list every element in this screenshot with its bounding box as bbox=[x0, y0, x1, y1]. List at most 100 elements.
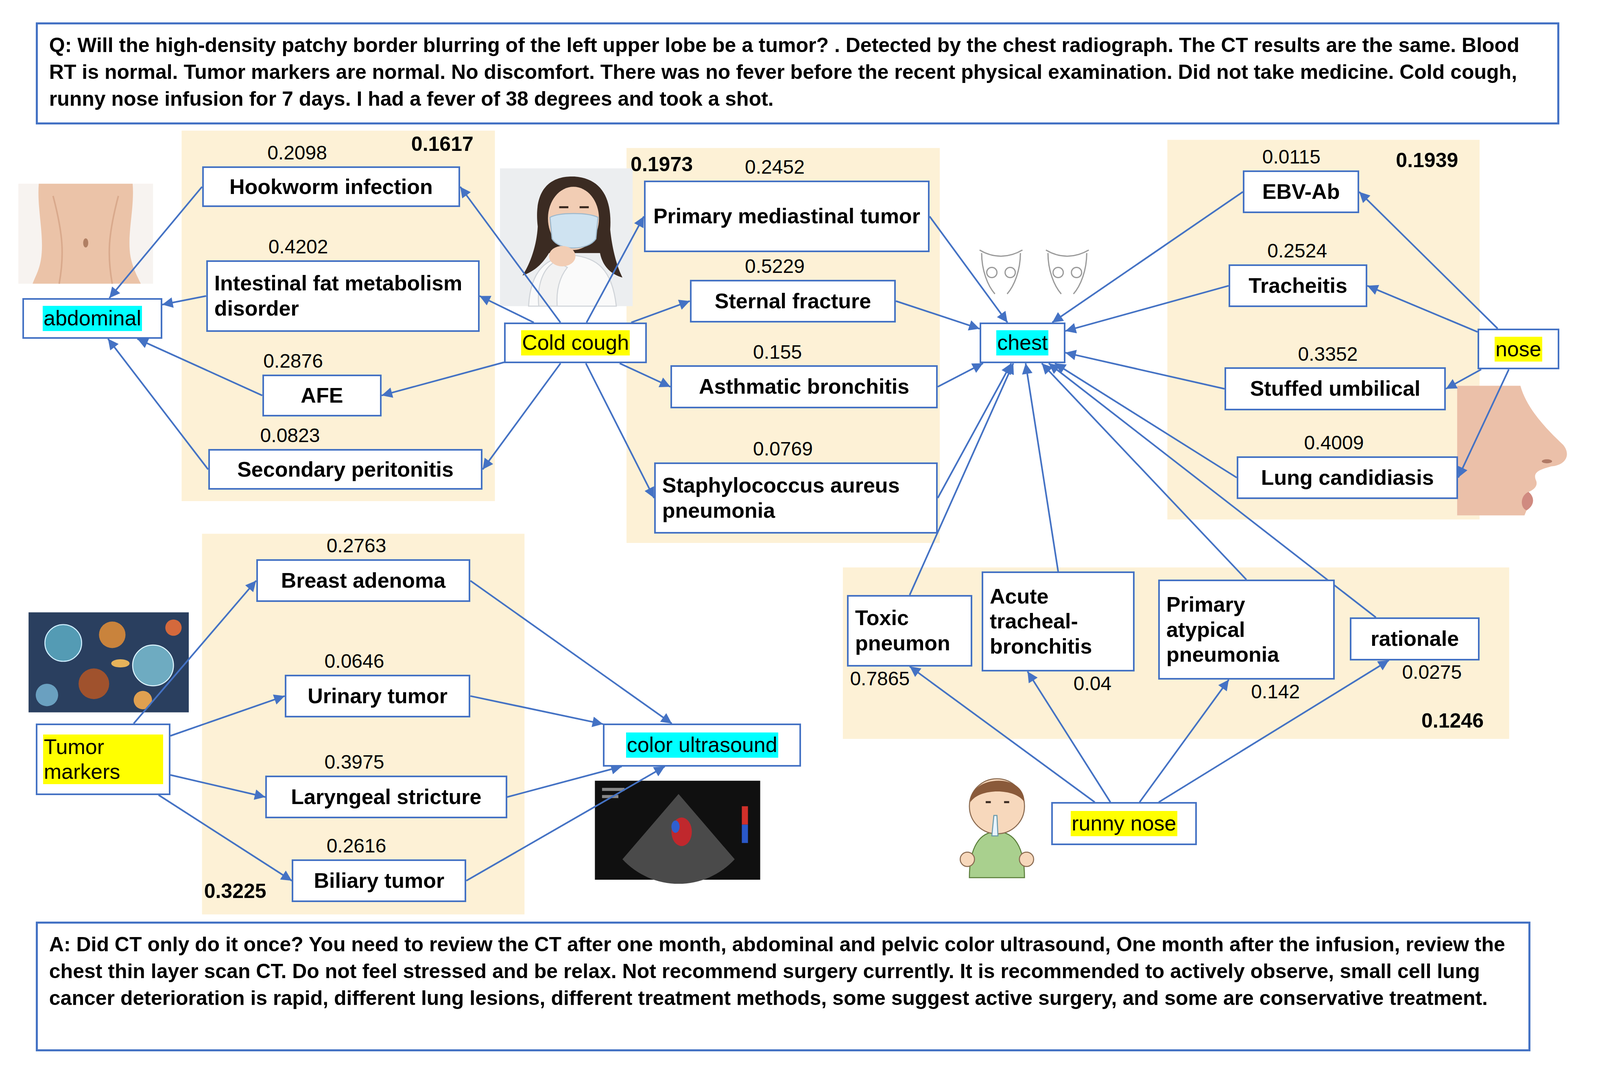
connector-arrow bbox=[1445, 369, 1482, 389]
disease-box: Asthmatic bronchitis0.155 bbox=[670, 365, 938, 409]
runny-nose-boy-picture bbox=[960, 779, 1034, 878]
group-score: 0.1246 bbox=[1421, 709, 1484, 734]
keyword-box: abdominal bbox=[22, 298, 163, 339]
disease-name: Sternal fracture bbox=[714, 288, 871, 314]
keyword-box: nose bbox=[1477, 328, 1560, 370]
connector-arrow bbox=[585, 363, 655, 498]
connector-arrow bbox=[1458, 369, 1509, 478]
group-panel: 0.1246Toxic pneumon0.7865Acute tracheal-… bbox=[842, 567, 1510, 740]
keyword-box: runny nose bbox=[1051, 802, 1198, 845]
keyword-text: chest bbox=[996, 330, 1049, 356]
disease-box: Acute tracheal-bronchitis0.04 bbox=[981, 571, 1135, 672]
weight-number: 0.4009 bbox=[1304, 432, 1365, 455]
disease-box: Staphylococcus aureus pneumonia0.0769 bbox=[654, 462, 938, 535]
disease-box: Hookworm infection0.2098 bbox=[202, 166, 461, 208]
connector-arrow bbox=[381, 362, 505, 396]
keyword-box: Tumor markers bbox=[35, 723, 171, 796]
weight-number: 0.7865 bbox=[849, 668, 910, 690]
connector-arrow bbox=[507, 766, 623, 798]
disease-name: Urinary tumor bbox=[307, 683, 448, 709]
weight-number: 0.0275 bbox=[1401, 661, 1462, 684]
chest-picture bbox=[979, 250, 1089, 295]
weight-number: 0.5229 bbox=[744, 255, 805, 278]
disease-name: Breast adenoma bbox=[281, 568, 446, 594]
disease-box: Sternal fracture0.5229 bbox=[689, 279, 897, 323]
connector-arrow bbox=[1052, 192, 1243, 323]
panel-ground bbox=[181, 130, 495, 502]
panel-ground bbox=[202, 533, 525, 915]
connector-arrow bbox=[137, 338, 263, 396]
keyword-text: Cold cough bbox=[521, 330, 630, 356]
connector-arrow bbox=[1025, 363, 1059, 572]
tumor-cells-picture bbox=[28, 612, 189, 713]
weight-number: 0.04 bbox=[1073, 673, 1112, 695]
weight-number: 0.142 bbox=[1250, 681, 1300, 703]
disease-name: Biliary tumor bbox=[313, 868, 445, 894]
keyword-box: Cold cough bbox=[504, 322, 647, 364]
weight-number: 0.3975 bbox=[324, 751, 385, 774]
connector-arrow bbox=[631, 301, 690, 323]
disease-box: Intestinal fat metabolism disorder0.4202 bbox=[206, 260, 480, 332]
disease-box: Primary mediastinal tumor0.2452 bbox=[643, 180, 930, 253]
disease-name: Hookworm infection bbox=[229, 174, 433, 200]
ultrasound-picture bbox=[594, 781, 760, 885]
disease-name: rationale bbox=[1370, 626, 1459, 652]
keyword-text: Tumor markers bbox=[43, 734, 164, 785]
disease-box: EBV-Ab0.0115 bbox=[1242, 170, 1360, 214]
connector-arrow bbox=[470, 696, 603, 725]
connector-arrow bbox=[162, 296, 207, 305]
disease-name: Asthmatic bronchitis bbox=[698, 374, 910, 400]
group-panel: 0.1939EBV-Ab0.0115Tracheitis0.2524Stuffe… bbox=[1167, 139, 1480, 520]
group-score: 0.1973 bbox=[630, 152, 693, 177]
connector-arrow bbox=[1054, 363, 1237, 478]
disease-name: Stuffed umbilical bbox=[1250, 376, 1421, 402]
weight-number: 0.2763 bbox=[326, 535, 387, 557]
weight-number: 0.0115 bbox=[1262, 146, 1321, 169]
disease-name: Primary mediastinal tumor bbox=[653, 203, 921, 229]
keyword-text: abdominal bbox=[42, 305, 142, 331]
weight-number: 0.155 bbox=[753, 341, 802, 364]
connector-arrow bbox=[1139, 679, 1229, 803]
connector-arrow bbox=[1041, 363, 1247, 580]
paragraph-text: Q: Will the high-density patchy border b… bbox=[49, 31, 1546, 113]
group-panel: 0.1973Primary mediastinal tumor0.2452Ste… bbox=[626, 148, 940, 544]
weight-number: 0.2524 bbox=[1267, 240, 1328, 262]
weight-number: 0.2616 bbox=[326, 835, 387, 858]
weight-number: 0.0769 bbox=[753, 438, 813, 461]
connector-arrow bbox=[586, 216, 644, 323]
connector-arrow bbox=[895, 301, 980, 329]
panel-ground bbox=[842, 567, 1510, 740]
weight-number: 0.2876 bbox=[263, 350, 324, 373]
connector-arrow bbox=[937, 363, 983, 387]
keyword-box: chest bbox=[979, 322, 1066, 364]
connector-arrow bbox=[619, 363, 671, 387]
disease-box: rationale0.0275 bbox=[1349, 617, 1480, 661]
weight-number: 0.0823 bbox=[260, 425, 321, 447]
disease-name: Secondary peritonitis bbox=[237, 457, 454, 483]
disease-box: Tracheitis0.2524 bbox=[1228, 264, 1368, 308]
disease-name: Tracheitis bbox=[1248, 273, 1348, 299]
disease-box: Secondary peritonitis0.0823 bbox=[208, 449, 483, 490]
disease-name: Intestinal fat metabolism disorder bbox=[214, 270, 472, 321]
keyword-text: runny nose bbox=[1070, 811, 1177, 837]
connector-arrow bbox=[109, 186, 203, 299]
connector-arrow bbox=[1158, 660, 1389, 803]
disease-box: Primary atypical pneumonia0.142 bbox=[1158, 579, 1335, 680]
coughing-woman-picture bbox=[499, 168, 633, 307]
connector-arrow bbox=[170, 774, 266, 797]
connector-arrow bbox=[479, 296, 534, 323]
connector-arrow bbox=[133, 580, 257, 724]
group-score: 0.1939 bbox=[1395, 148, 1459, 173]
disease-box: Breast adenoma0.2763 bbox=[256, 559, 471, 603]
text-panel: Q: Will the high-density patchy border b… bbox=[35, 22, 1560, 125]
group-panel: 0.1617Hookworm infection0.2098Intestinal… bbox=[181, 130, 495, 502]
disease-box: Stuffed umbilical0.3352 bbox=[1224, 367, 1446, 411]
text-panel: A: Did CT only do it once? You need to r… bbox=[35, 921, 1531, 1052]
disease-box: Urinary tumor0.0646 bbox=[284, 674, 471, 718]
group-score: 0.1617 bbox=[411, 132, 474, 157]
weight-number: 0.3352 bbox=[1298, 343, 1358, 366]
panel-ground bbox=[626, 148, 940, 544]
disease-name: Acute tracheal-bronchitis bbox=[989, 584, 1127, 660]
nose-picture bbox=[1457, 386, 1577, 516]
connector-arrow bbox=[1359, 192, 1498, 329]
